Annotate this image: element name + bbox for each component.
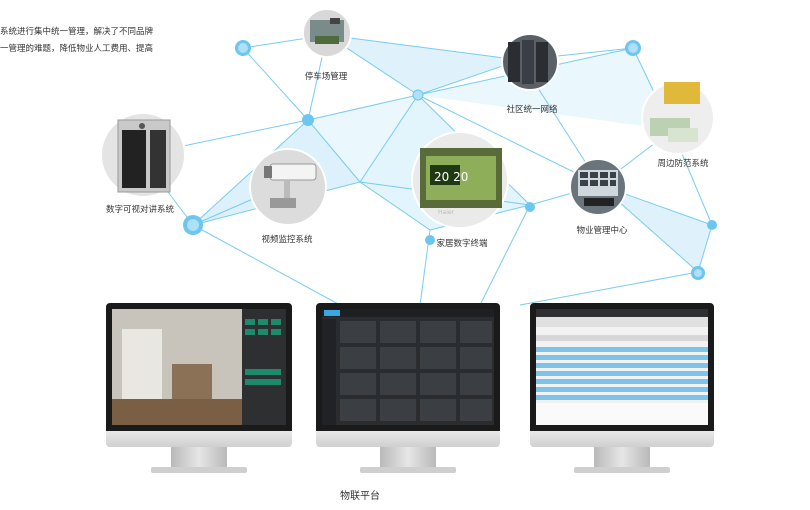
node-label-intercom: 数字可视对讲系统	[105, 205, 175, 215]
home-terminal-icon: 20 20 Haier	[411, 131, 509, 229]
network-fill-region	[327, 35, 520, 95]
server-rack-icon	[501, 33, 559, 91]
terminal-brand-text: Haier	[438, 209, 455, 216]
node-label-network: 社区统一网络	[506, 105, 558, 115]
node-label-home-terminal: 家居数字终端	[436, 239, 488, 249]
parking-camera-icon	[302, 8, 352, 58]
video-intercom-icon	[100, 112, 186, 198]
node-label-cctv: 视频监控系统	[261, 235, 313, 245]
perimeter-alarm-icon	[641, 81, 715, 155]
control-room-icon	[569, 158, 627, 216]
cctv-camera-icon	[249, 148, 327, 226]
terminal-time-display: 20 20	[434, 170, 468, 184]
data-table-screen	[536, 309, 708, 425]
dashboard-screen	[322, 309, 494, 425]
node-label-parking: 停车场管理	[304, 72, 348, 82]
node-label-control-center: 物业管理中心	[576, 226, 628, 236]
intro-text-line-1: 系统进行集中统一管理，解决了不同品牌	[0, 27, 154, 37]
network-node-dots	[183, 40, 717, 280]
monitor-data-table	[530, 303, 714, 473]
network-fill-region	[600, 185, 712, 272]
monitor-video	[106, 303, 292, 473]
node-label-perimeter: 周边防范系统	[657, 159, 709, 169]
network-fill-region	[418, 48, 672, 130]
network-fill-region	[308, 95, 418, 182]
intro-text-line-2: 一管理的难题，降低物业人工费用、提高	[0, 44, 154, 54]
platform-label: 物联平台	[340, 491, 380, 502]
video-feed-screen	[112, 309, 286, 425]
monitor-dashboard	[316, 303, 500, 473]
